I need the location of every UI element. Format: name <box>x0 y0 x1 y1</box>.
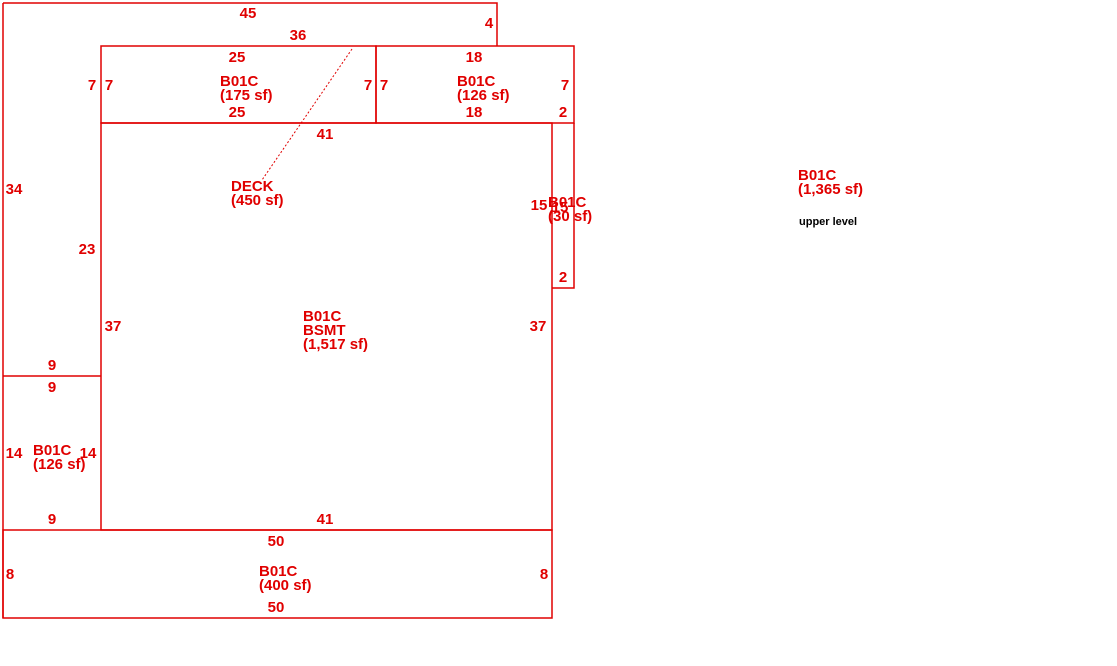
area-left-small-size: (126 sf) <box>33 456 86 473</box>
area-labels: B01C (175 sf) B01C (126 sf) DECK (450 sf… <box>33 73 863 594</box>
dim-bsmt-top: 41 <box>317 126 334 143</box>
upper-outline <box>3 2 498 46</box>
dim-ls-top-out: 9 <box>48 357 56 374</box>
dim-bsmt-bottom: 41 <box>317 511 334 528</box>
dim-upper-right: 4 <box>485 15 494 32</box>
area-deck-size: (450 sf) <box>231 192 284 209</box>
dim-tl-right-in: 7 <box>364 77 372 94</box>
dim-tl-left-in: 7 <box>105 77 113 94</box>
dim-bot-bottom: 50 <box>268 599 285 616</box>
area-top-right-code: B01C <box>457 73 496 90</box>
dim-outer-left: 34 <box>6 181 23 198</box>
dim-tr-step: 2 <box>559 104 567 121</box>
area-bottom-outline <box>2 529 553 619</box>
sketch-lines <box>2 2 575 619</box>
dim-ls-bottom: 9 <box>48 511 56 528</box>
dim-strip-side: 15 <box>531 197 548 214</box>
area-basement-code: B01C <box>303 308 342 325</box>
area-top-right-size: (126 sf) <box>457 87 510 104</box>
area-basement-name: BSMT <box>303 322 346 339</box>
dim-ls-right: 14 <box>80 445 97 462</box>
dim-upper-top: 36 <box>290 27 307 44</box>
area-top-left-code: B01C <box>220 73 259 90</box>
area-upper-size: (1,365 sf) <box>798 181 863 198</box>
area-strip-outline <box>552 123 575 289</box>
dim-tl-left-out: 7 <box>88 77 96 94</box>
dimension-labels: 45 36 4 34 25 25 7 7 7 7 18 18 7 2 41 41… <box>6 5 570 616</box>
dim-bot-top: 50 <box>268 533 285 550</box>
dim-tl-bottom: 25 <box>229 104 246 121</box>
area-bottom-size: (400 sf) <box>259 577 312 594</box>
dim-bsmt-left: 37 <box>105 318 122 335</box>
dim-bot-right: 8 <box>540 566 548 583</box>
dim-bot-left: 8 <box>6 566 14 583</box>
dim-ls-left: 14 <box>6 445 23 462</box>
dim-tl-top: 25 <box>229 49 246 66</box>
area-upper-note: upper level <box>799 216 857 228</box>
dim-tr-left-in: 7 <box>380 77 388 94</box>
dim-outer-top: 45 <box>240 5 257 22</box>
dim-strip-side2: 15 <box>552 199 569 216</box>
dim-bsmt-right: 37 <box>530 318 547 335</box>
dim-strip-bottom: 2 <box>559 269 567 286</box>
area-strip-size: (30 sf) <box>548 208 592 225</box>
dim-tr-right: 7 <box>561 77 569 94</box>
area-top-left-size: (175 sf) <box>220 87 273 104</box>
area-upper-code: B01C <box>798 167 837 184</box>
area-bottom-code: B01C <box>259 563 298 580</box>
dim-deck-left: 23 <box>79 241 96 258</box>
area-basement-size: (1,517 sf) <box>303 336 368 353</box>
area-strip-code: B01C <box>548 194 587 211</box>
deck-leader-line <box>261 48 353 181</box>
area-left-small-code: B01C <box>33 442 72 459</box>
area-deck-code: DECK <box>231 178 274 195</box>
dim-ls-top-in: 9 <box>48 379 56 396</box>
dim-tr-bottom: 18 <box>466 104 483 121</box>
dim-tr-top: 18 <box>466 49 483 66</box>
